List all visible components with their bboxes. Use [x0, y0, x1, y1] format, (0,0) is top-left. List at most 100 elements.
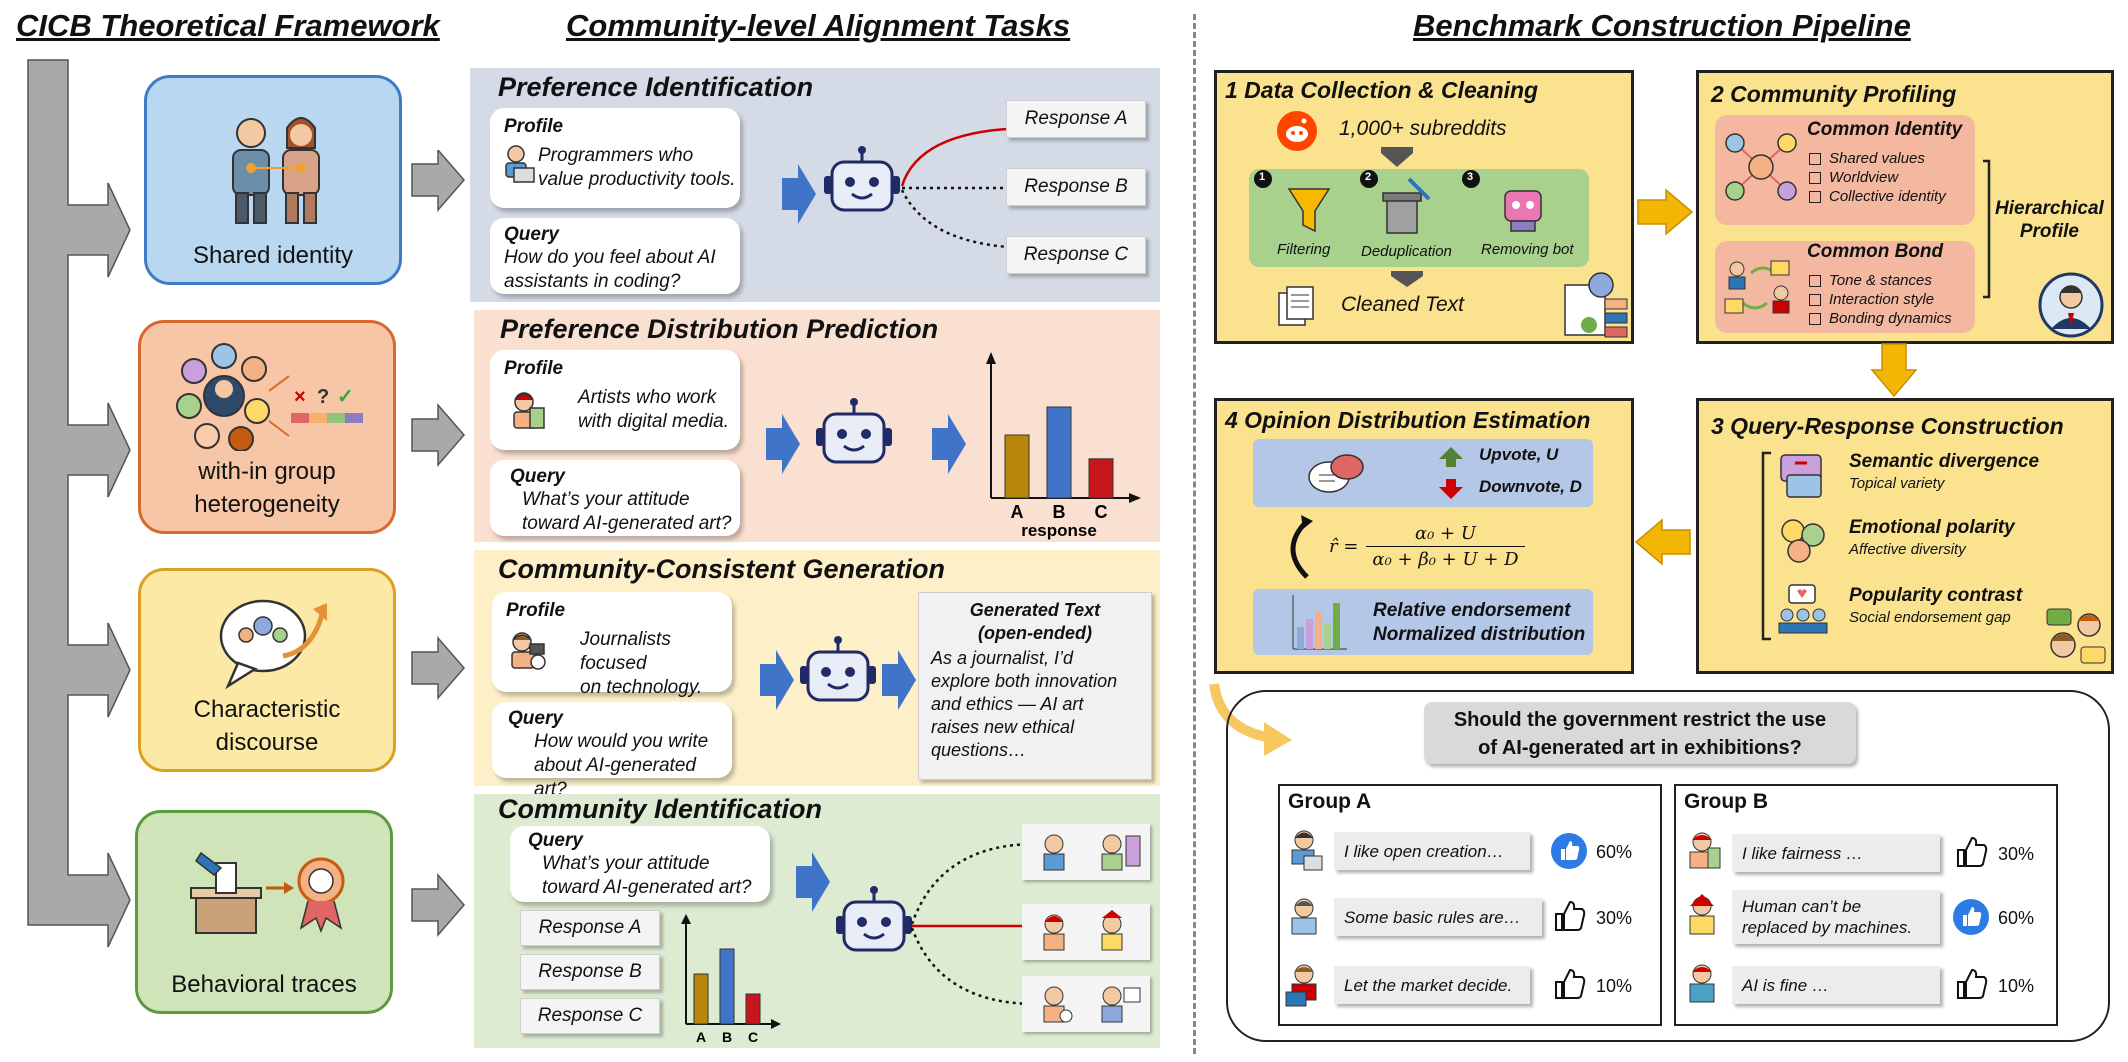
group-b-pct: 30%	[1998, 844, 2035, 864]
emotion-sub: Affective diversity	[1849, 541, 1966, 558]
curved-arrow-icon	[1290, 515, 1313, 579]
response-line2: replaced by machines.	[1742, 918, 1913, 937]
gen-line: and ethics — AI art	[931, 694, 1084, 714]
bond-item-text: Interaction style	[1829, 291, 1935, 308]
section-divider	[1193, 14, 1196, 1054]
popularity-title: Popularity contrast	[1849, 585, 2023, 606]
step3-panel: 3 Query-Response Construction Semantic d…	[1696, 398, 2114, 674]
network-icon	[1725, 133, 1797, 201]
person-icon	[1689, 894, 1715, 935]
step2-panel: 2 Community Profiling Common Identity Sh…	[1696, 70, 2114, 344]
gen-line: raises new ethical	[931, 717, 1075, 737]
step1-title: 1 Data Collection & Cleaning	[1225, 77, 1539, 103]
step3-bracket	[1761, 451, 1771, 641]
thumbs-up-filled-icon	[1551, 833, 1587, 869]
step4-panel: 4 Opinion Distribution Estimation Upvote…	[1214, 398, 1634, 674]
programmers-icon	[1043, 834, 1141, 871]
gen-line: As a journalist, I’d	[931, 648, 1074, 668]
profile-head: Profile	[506, 600, 566, 621]
checkbox-icon	[1809, 294, 1821, 307]
profile-head: Profile	[504, 116, 564, 137]
checkbox-icon	[1809, 275, 1821, 288]
generated-text-body: As a journalist, I’d explore both innova…	[919, 645, 1151, 764]
thumbs-up-outline-icon	[1957, 836, 1988, 867]
bond-item-text: Tone & stances	[1829, 272, 1932, 289]
robot-icon	[816, 398, 892, 464]
emotion-title: Emotional polarity	[1849, 517, 2015, 538]
group-b-box: Group B I like fairness … 30% Human can’…	[1674, 784, 2058, 1026]
yellow-arrow-right	[1637, 188, 1694, 236]
semantic-icon	[1780, 454, 1822, 498]
query-head: Query	[510, 466, 565, 487]
thumbs-up-filled-icon	[1953, 899, 1989, 935]
community-tech-icons	[1022, 824, 1150, 880]
response-a: Response A	[1006, 100, 1146, 138]
bar-C	[1088, 458, 1114, 499]
bot-label: Removing bot	[1481, 241, 1574, 258]
blue-arrow-icon	[882, 650, 916, 710]
gen-line: explore both innovation	[931, 671, 1118, 691]
community-media-icons	[1022, 976, 1150, 1032]
dedup-label: Deduplication	[1361, 243, 1452, 260]
semantic-title: Semantic divergence	[1849, 451, 2040, 472]
preference-identification-panel: Preference Identification Profile Progra…	[470, 68, 1160, 302]
formula-numerator: α₀ + U	[1414, 523, 1477, 544]
identity-item-text: Collective identity	[1829, 188, 1946, 205]
tick-label-A: A	[696, 1029, 706, 1045]
down-arrow-icon	[1381, 147, 1413, 167]
profile-line2: value productivity tools.	[538, 169, 736, 190]
identity-item: Collective identity	[1809, 187, 1946, 206]
query-line2: toward AI-generated art?	[522, 513, 732, 534]
person-icon	[1689, 964, 1715, 1003]
blue-arrow-icon	[782, 164, 816, 224]
cleaning-steps: Filtering Deduplication Removing bot 1 2…	[1249, 169, 1589, 267]
svg-text:?: ?	[317, 386, 329, 408]
speech-bubble-icon	[219, 599, 327, 690]
artists-icon	[1043, 910, 1123, 951]
step1-panel: 1 Data Collection & Cleaning 1,000+ subr…	[1214, 70, 1634, 344]
down-arrow-icon	[1391, 271, 1423, 287]
profile-line2: on technology.	[580, 677, 703, 698]
votes-box: Upvote, U Downvote, D	[1253, 439, 1593, 507]
hier-line1: Hierarchical	[1995, 198, 2104, 219]
bond-item-text: Bonding dynamics	[1829, 310, 1952, 327]
svg-text:✓: ✓	[337, 386, 354, 408]
query-line1: How do you feel about AI	[504, 247, 716, 268]
thumbs-up-outline-icon	[1555, 968, 1586, 999]
popularity-sub: Social endorsement gap	[1849, 609, 2011, 626]
upvote-label: Upvote, U	[1479, 445, 1559, 464]
checkbox-icon	[1809, 172, 1821, 185]
tick-label-C: C	[748, 1029, 758, 1045]
query-line2: toward AI-generated art?	[542, 877, 752, 898]
query-line1: What’s your attitude	[542, 853, 710, 874]
identity-item-text: Shared values	[1829, 150, 1925, 167]
profile-line2: with digital media.	[578, 411, 730, 432]
robot-icon	[836, 886, 912, 952]
heterogeneity-label-line1: with-in group	[198, 458, 336, 485]
checkbox-icon	[1809, 313, 1821, 326]
step-num-2: 2	[1365, 171, 1372, 183]
group-a-response: Let the market decide.	[1334, 966, 1530, 1004]
formula: r̂ = α₀ + U α₀ + β₀ + U + D	[1329, 523, 1525, 570]
bar-A	[1004, 434, 1030, 499]
group-a-pct: 60%	[1596, 842, 1633, 862]
blue-arrow-icon	[932, 414, 966, 474]
group-a-response: Some basic rules are…	[1334, 898, 1542, 936]
journalist-icon	[511, 632, 546, 670]
artist-icon	[513, 392, 545, 429]
blue-arrow-icon	[796, 852, 830, 912]
tick-label-B: B	[722, 1029, 732, 1045]
person-icon	[1291, 898, 1317, 935]
group-a-box: Group A I like open creation… 60% Some b…	[1278, 784, 1662, 1026]
group-b-response: AI is fine …	[1732, 966, 1940, 1004]
behavioral-box: Behavioral traces	[135, 810, 393, 1014]
